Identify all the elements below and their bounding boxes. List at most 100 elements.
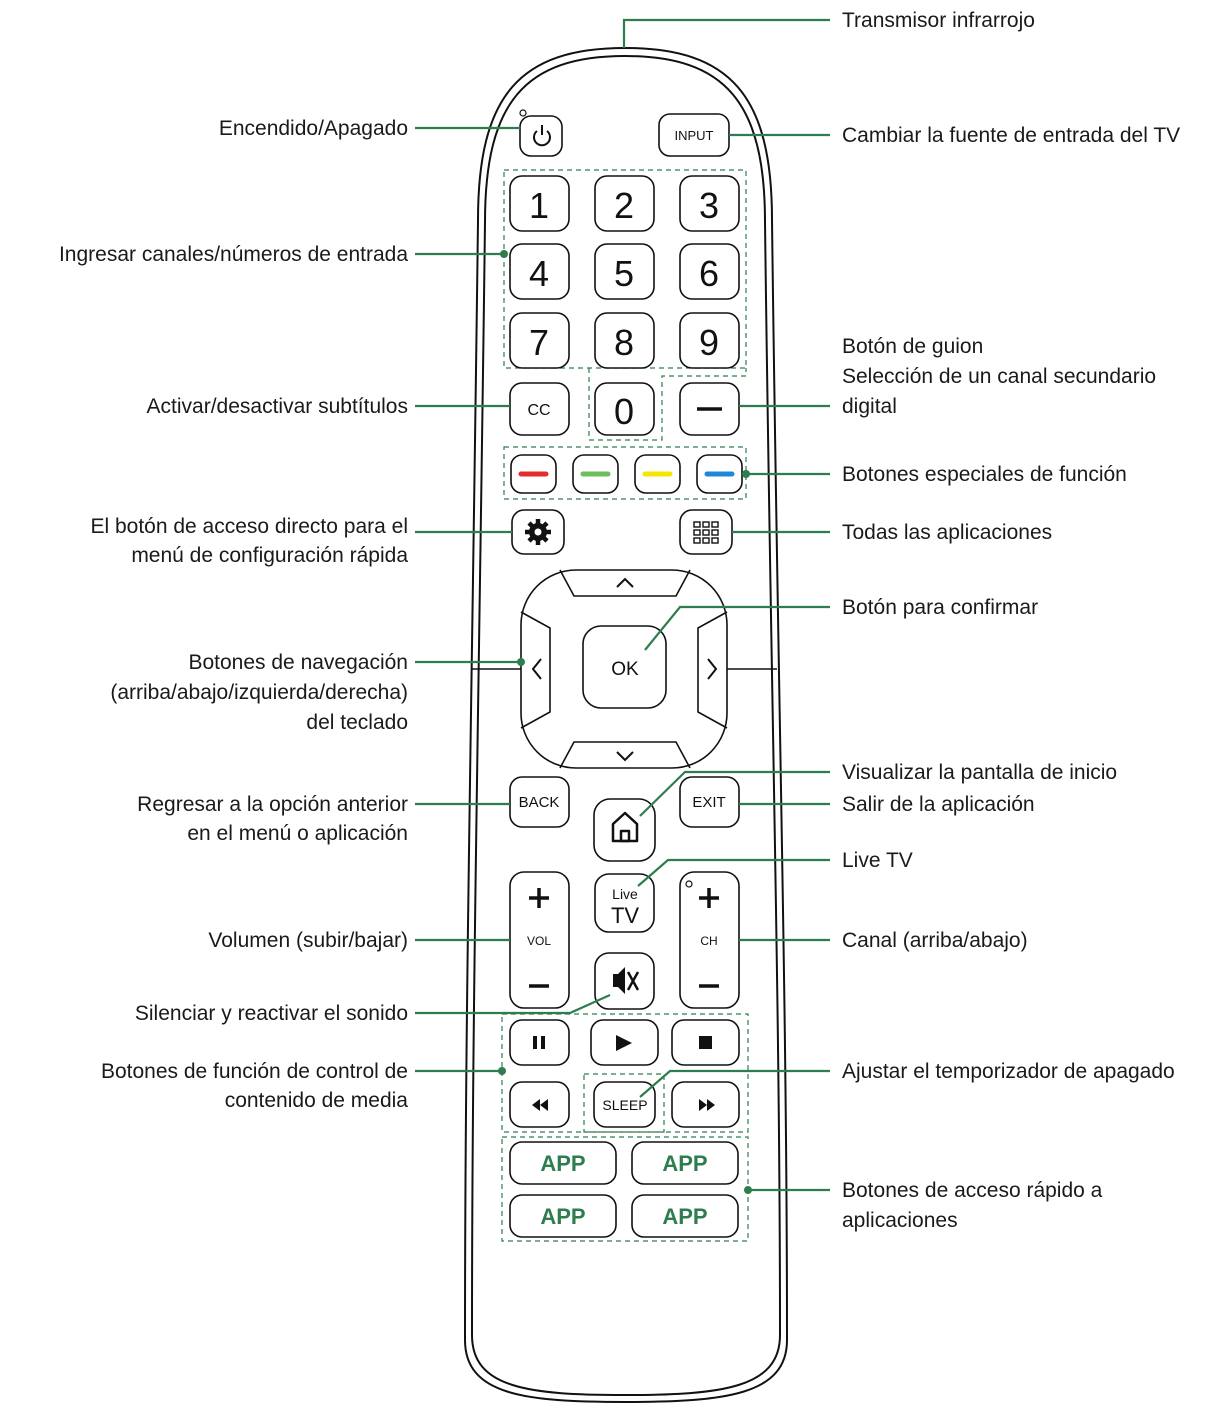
number-7-button[interactable]: 7 [509, 312, 570, 369]
ok-button[interactable]: OK [582, 625, 667, 709]
number-1-button[interactable]: 1 [509, 175, 570, 232]
volume-up-icon [529, 888, 549, 908]
mute-button[interactable] [594, 952, 655, 1010]
color-group-outline [503, 446, 747, 500]
label-nav-1: Botones de navegación [188, 651, 408, 674]
rewind-button[interactable] [509, 1081, 570, 1128]
power-button[interactable] [519, 109, 563, 157]
label-home: Visualizar la pantalla de inicio [842, 761, 1117, 784]
settings-gear-icon [525, 519, 551, 545]
number-2-button[interactable]: 2 [594, 175, 655, 232]
number-9-button[interactable]: 9 [679, 312, 740, 369]
live-bottom-label: TV [611, 903, 639, 928]
number-2-label: 2 [614, 185, 634, 226]
number-4-button[interactable]: 4 [509, 243, 570, 300]
leader-media-dot [498, 1067, 506, 1075]
cc-button[interactable]: CC [509, 382, 570, 436]
label-ok: Botón para confirmar [842, 596, 1038, 619]
label-apps-1: Botones de acceso rápido a [842, 1179, 1103, 1202]
fast-forward-button[interactable] [671, 1081, 740, 1128]
number-9-label: 9 [699, 322, 719, 363]
chevron-down-icon [616, 751, 634, 762]
leader-nav-dot [517, 658, 525, 666]
label-media-1: Botones de función de control de [101, 1060, 408, 1083]
back-label: BACK [519, 794, 560, 811]
app-button-1[interactable]: APP [509, 1141, 617, 1185]
leader-color-dot [742, 470, 750, 478]
label-dash-3: digital [842, 395, 897, 418]
label-settings-1: El botón de acceso directo para el [90, 515, 408, 538]
app-button-3[interactable]: APP [509, 1194, 617, 1238]
label-all-apps: Todas las aplicaciones [842, 521, 1052, 544]
home-button[interactable] [593, 798, 656, 862]
home-icon [611, 811, 639, 843]
number-0-button[interactable]: 0 [594, 382, 655, 436]
mute-icon [613, 967, 640, 994]
label-media-2: contenido de media [225, 1089, 409, 1112]
label-exit: Salir de la aplicación [842, 793, 1035, 816]
leader-apps-dot [744, 1186, 752, 1194]
app-label-1: APP [540, 1151, 585, 1176]
number-7-label: 7 [529, 322, 549, 363]
label-volume: Volumen (subir/bajar) [208, 929, 408, 952]
power-icon [533, 125, 551, 147]
label-nav-2: (arriba/abajo/izquierda/derecha) [110, 681, 408, 704]
remote-body [463, 46, 789, 1404]
number-3-button[interactable]: 3 [679, 175, 740, 232]
leader-ok [644, 605, 830, 651]
label-mute: Silenciar y reactivar el sonido [135, 1002, 408, 1025]
label-live: Live TV [842, 849, 913, 872]
dash-button[interactable] [679, 382, 740, 436]
app-label-4: APP [662, 1204, 707, 1229]
sleep-label: SLEEP [602, 1097, 647, 1113]
label-settings-2: menú de configuración rápida [131, 544, 408, 567]
all-apps-button[interactable] [679, 509, 733, 555]
settings-button[interactable] [511, 509, 565, 555]
input-label: INPUT [675, 128, 714, 143]
number-0-label: 0 [614, 391, 634, 432]
app-button-2[interactable]: APP [631, 1141, 739, 1185]
label-back-2: en el menú o aplicación [187, 822, 408, 845]
channel-rocker[interactable]: CH [679, 871, 740, 1009]
label-power: Encendido/Apagado [219, 117, 408, 140]
pause-button[interactable] [509, 1019, 570, 1066]
chevron-right-icon [707, 658, 718, 680]
all-apps-grid-icon [693, 521, 719, 544]
number-1-label: 1 [529, 185, 549, 226]
back-button[interactable]: BACK [509, 776, 570, 828]
label-dash-1: Botón de guion [842, 335, 983, 358]
fast-forward-icon [699, 1099, 715, 1111]
live-top-label: Live [612, 886, 638, 902]
blue-button[interactable] [696, 454, 743, 494]
label-numbers: Ingresar canales/números de entrada [59, 243, 408, 266]
leader-mute [415, 993, 611, 1015]
red-button[interactable] [510, 454, 557, 494]
play-button[interactable] [590, 1019, 659, 1066]
label-input: Cambiar la fuente de entrada del TV [842, 124, 1180, 147]
vol-label: VOL [527, 934, 551, 948]
number-6-label: 6 [699, 253, 719, 294]
rewind-icon [532, 1099, 548, 1111]
green-button[interactable] [572, 454, 619, 494]
ch-label: CH [700, 934, 717, 948]
sleep-button[interactable]: SLEEP [593, 1081, 656, 1128]
number-6-button[interactable]: 6 [679, 243, 740, 300]
number-8-button[interactable]: 8 [594, 312, 655, 369]
leader-ir [622, 18, 830, 48]
callout-labels: Transmisor infrarrojo Encendido/Apagado … [59, 9, 1180, 1232]
live-tv-button[interactable]: Live TV [594, 873, 655, 933]
volume-rocker[interactable]: VOL [509, 871, 570, 1009]
app-button-4[interactable]: APP [631, 1194, 739, 1238]
pause-icon [533, 1036, 545, 1049]
label-ir: Transmisor infrarrojo [842, 9, 1035, 32]
number-5-label: 5 [614, 253, 634, 294]
input-button[interactable]: INPUT [658, 113, 730, 157]
ok-label: OK [611, 659, 639, 680]
chevron-left-icon [531, 658, 542, 680]
number-5-button[interactable]: 5 [594, 243, 655, 300]
leader-lines [415, 18, 830, 1194]
exit-button[interactable]: EXIT [679, 776, 740, 828]
yellow-button[interactable] [634, 454, 681, 494]
stop-button[interactable] [671, 1019, 740, 1066]
